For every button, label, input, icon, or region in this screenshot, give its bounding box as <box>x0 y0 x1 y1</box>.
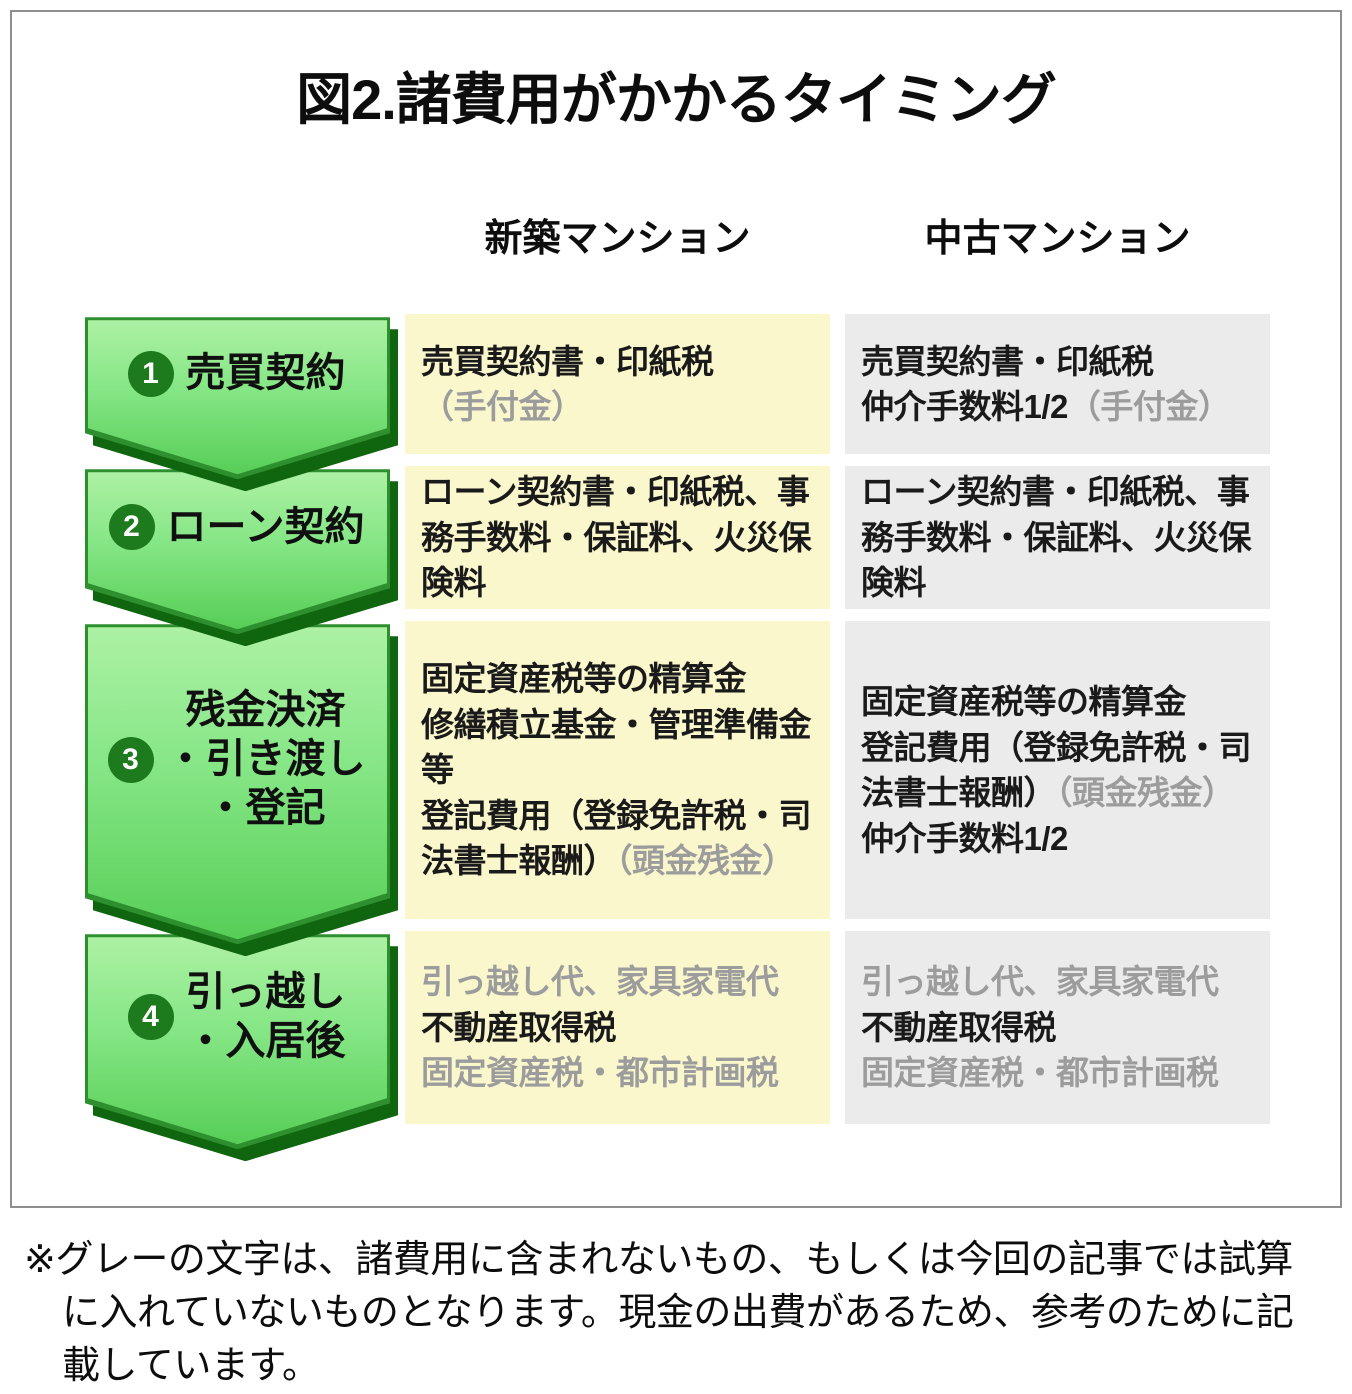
arrow-face-shape <box>88 937 387 1144</box>
step-label-text: 残金決済・引き渡し・登記 <box>165 688 366 831</box>
step-number-badge: 3 <box>107 736 154 783</box>
cost-item-excluded: 固定資産税・都市計画税 <box>861 1054 1219 1092</box>
cost-item: ローン契約書・印紙税、事務手数料・保証料、火災保険料 <box>421 473 812 602</box>
cost-cell-used: 固定資産税等の精算金登記費用（登録免許税・司法書士報酬）（頭金残金）仲介手数料1… <box>845 621 1270 920</box>
cost-cell-new: ローン契約書・印紙税、事務手数料・保証料、火災保険料 <box>405 466 830 610</box>
cost-line: 登記費用（登録免許税・司法書士報酬）（頭金残金） <box>421 793 814 884</box>
cost-line: 固定資産税等の精算金 <box>421 656 814 702</box>
cost-line: 固定資産税等の精算金 <box>861 679 1254 725</box>
cost-line: 登記費用（登録免許税・司法書士報酬）（頭金残金） <box>861 725 1254 816</box>
cost-item-excluded: （頭金残金） <box>1056 774 1235 812</box>
cost-line: 仲介手数料1/2（手付金） <box>861 384 1254 430</box>
cost-line: ローン契約書・印紙税、事務手数料・保証料、火災保険料 <box>861 469 1254 606</box>
cost-line: 不動産取得税 <box>421 1005 814 1051</box>
cost-item: ローン契約書・印紙税、事務手数料・保証料、火災保険料 <box>861 473 1252 602</box>
cost-line: 引っ越し代、家具家電代 <box>861 959 1254 1005</box>
cost-item: 修繕積立基金・管理準備金等 <box>421 705 812 789</box>
cost-cell-used: 引っ越し代、家具家電代不動産取得税固定資産税・都市計画税 <box>845 931 1270 1125</box>
cost-item-excluded: （手付金） <box>1067 388 1231 426</box>
cost-line: 売買契約書・印紙税 <box>421 339 814 385</box>
cost-line: ローン契約書・印紙税、事務手数料・保証料、火災保険料 <box>421 469 814 606</box>
cost-cell-new: 引っ越し代、家具家電代不動産取得税固定資産税・都市計画税 <box>405 931 830 1125</box>
cost-item-excluded: 引っ越し代、家具家電代 <box>861 963 1219 1001</box>
cost-item-excluded: （手付金） <box>421 388 584 426</box>
cost-item: 売買契約書・印紙税 <box>421 342 714 380</box>
cost-cell-new: 売買契約書・印紙税 （手付金） <box>405 314 830 455</box>
step-label-text: 引っ越し・入居後 <box>185 970 346 1064</box>
cost-item-excluded: （頭金残金） <box>616 842 795 880</box>
cost-cell-new: 固定資産税等の精算金修繕積立基金・管理準備金等登記費用（登録免許税・司法書士報酬… <box>405 621 830 920</box>
cost-item: 不動産取得税 <box>421 1008 617 1046</box>
cost-item: 固定資産税等の精算金 <box>861 683 1187 721</box>
cost-item: 仲介手数料1/2 <box>861 388 1068 426</box>
column-headers: 新築マンション 中古マンション <box>85 207 1270 262</box>
cost-item-excluded: 引っ越し代、家具家電代 <box>421 963 779 1001</box>
column-header-new: 新築マンション <box>484 218 751 261</box>
header-spacer <box>85 207 390 262</box>
cost-item: 仲介手数料1/2 <box>861 819 1068 857</box>
step-number-badge: 2 <box>108 504 155 551</box>
cost-line: 固定資産税・都市計画税 <box>861 1050 1254 1096</box>
cost-line: 売買契約書・印紙税 <box>861 339 1254 385</box>
step-number-badge: 1 <box>127 350 174 397</box>
step-label-text: ローン契約 <box>166 504 365 549</box>
cost-line: 不動産取得税 <box>861 1005 1254 1051</box>
cost-item: 不動産取得税 <box>861 1008 1057 1046</box>
step-number-badge: 4 <box>127 994 174 1041</box>
cost-cell-used: ローン契約書・印紙税、事務手数料・保証料、火災保険料 <box>845 466 1270 610</box>
cost-item: 登記費用（登録免許税・司法書士報酬） <box>861 728 1252 812</box>
cost-cell-used: 売買契約書・印紙税仲介手数料1/2（手付金） <box>845 314 1270 455</box>
cost-line: 仲介手数料1/2 <box>861 816 1254 862</box>
cost-item: 登記費用（登録免許税・司法書士報酬） <box>421 796 812 880</box>
footnote: ※グレーの文字は、諸費用に含まれないもの、もしくは今回の記事では試算に入れていな… <box>24 1239 1294 1388</box>
cost-item-excluded: 固定資産税・都市計画税 <box>421 1054 779 1092</box>
cost-line: （手付金） <box>421 384 814 430</box>
column-header-used: 中古マンション <box>924 218 1191 261</box>
cost-item: 固定資産税等の精算金 <box>421 660 747 698</box>
cost-line: 引っ越し代、家具家電代 <box>421 959 814 1005</box>
cost-line: 固定資産税・都市計画税 <box>421 1050 814 1096</box>
cost-line: 修繕積立基金・管理準備金等 <box>421 702 814 793</box>
figure-title: 図2.諸費用がかかるタイミング <box>296 68 1057 131</box>
cost-item: 売買契約書・印紙税 <box>861 342 1154 380</box>
arrow-face-shape <box>88 627 387 939</box>
step-label-text: 売買契約 <box>185 351 346 396</box>
